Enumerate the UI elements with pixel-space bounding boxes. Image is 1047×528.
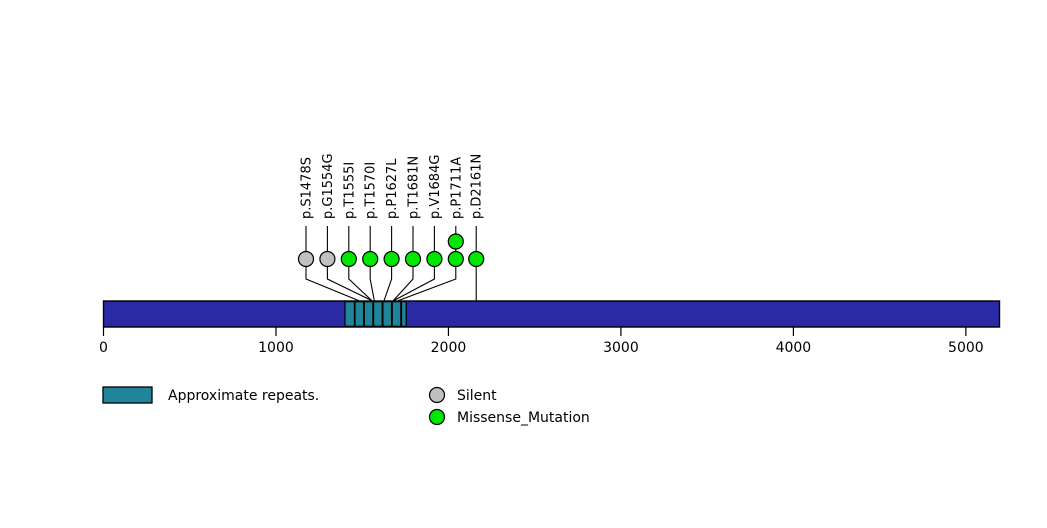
axis-tick-label-4000: 4000 <box>776 340 812 356</box>
lollipop-head-pT1570I[interactable] <box>362 250 379 268</box>
lollipop-head-pG1554G[interactable] <box>319 250 336 268</box>
lollipop-head-pS1478S[interactable] <box>297 250 315 268</box>
lollipop-head-pP1711A[interactable] <box>447 233 464 250</box>
lollipop-head-pP1627L[interactable] <box>383 250 400 268</box>
legend-domain-label: Approximate repeats. <box>168 388 319 404</box>
axis-tick-label-0: 0 <box>99 340 108 356</box>
mutation-label-pV1684G: p.V1684G <box>428 155 443 219</box>
lollipop-head-pT1555I[interactable] <box>340 250 357 268</box>
legend-domain-swatch[interactable] <box>102 386 153 404</box>
lollipop-head-pD2161N[interactable] <box>468 250 485 268</box>
axis-tick-label-3000: 3000 <box>603 340 639 356</box>
mutation-label-pT1681N: p.T1681N <box>407 156 422 219</box>
mutation-label-pS1478S: p.S1478S <box>300 157 315 219</box>
domain-repeat-2[interactable] <box>354 301 365 327</box>
mutation-label-pT1570I: p.T1570I <box>364 162 379 219</box>
axis-tick-label-5000: 5000 <box>948 340 984 356</box>
legend-mutation-label-missense_mutation: Missense_Mutation <box>457 410 590 426</box>
legend-mutation-dot-silent[interactable] <box>428 386 446 404</box>
mutation-label-pT1555I: p.T1555I <box>342 162 357 219</box>
domain-repeat-5[interactable] <box>382 301 393 327</box>
domain-repeat-1[interactable] <box>344 301 356 327</box>
mutation-label-pP1711A: p.P1711A <box>449 157 464 219</box>
mutation-label-pP1627L: p.P1627L <box>385 158 400 219</box>
domain-repeat-6[interactable] <box>391 301 402 327</box>
axis-tick-label-1000: 1000 <box>258 340 294 356</box>
lollipop-head-pV1684G[interactable] <box>426 250 443 268</box>
domain-repeat-4[interactable] <box>372 301 383 327</box>
legend-mutation-label-silent: Silent <box>457 388 497 404</box>
legend-mutation-dot-missense_mutation[interactable] <box>428 408 446 426</box>
protein-backbone <box>102 300 1001 328</box>
domain-repeat-7[interactable] <box>400 301 407 327</box>
mutation-label-pD2161N: p.D2161N <box>470 154 485 219</box>
lollipop-head-pT1681N[interactable] <box>404 250 422 268</box>
lollipop-head-pP1711A[interactable] <box>447 250 464 268</box>
axis-tick-label-2000: 2000 <box>431 340 467 356</box>
mutation-label-pG1554G: p.G1554G <box>321 153 336 219</box>
domain-repeat-3[interactable] <box>363 301 374 327</box>
